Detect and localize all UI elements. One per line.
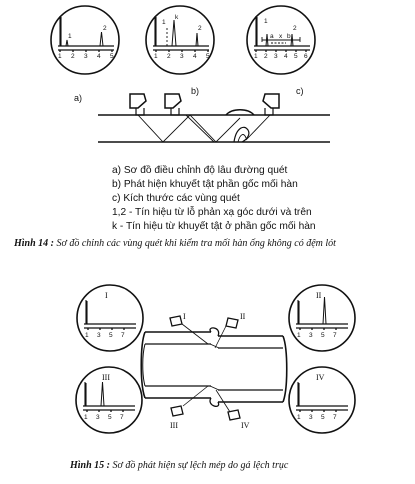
tick: 4 [193,53,197,60]
pipe-assembly [140,315,288,421]
screen-III [75,366,143,434]
figure14-caption: Hình 14 : Sơ đồ chỉnh các vùng quét khi … [14,238,336,249]
signal-mark: 2 [198,25,202,32]
tick: 1 [297,332,301,339]
screen-numeral: I [105,291,108,300]
signal-mark: 1 [68,33,72,40]
figure14-labels: a) b) c) 1 2 3 4 5 1 2 1 2 3 4 5 1 k 2 1… [58,14,308,103]
probe-label: I [183,312,186,321]
tick: 5 [108,414,112,421]
tick: 5 [206,53,210,60]
legend-line-b: b) Phát hiện khuyết tật phần gốc mối hàn [112,179,298,190]
tick: 5 [110,53,114,60]
tick: 4 [97,53,101,60]
tick: 5 [109,332,113,339]
legend-line-c: c) Kích thước các vùng quét [112,193,240,204]
probe-label: IV [241,421,250,430]
legend-line-k: k - Tín hiệu từ khuyết tật ở phần gốc mố… [112,221,316,232]
tick: 1 [254,53,258,60]
tick: 3 [96,414,100,421]
screen-c [246,5,316,75]
screen-I [76,284,144,352]
signal-mark: x [279,33,283,40]
tick: 7 [333,332,337,339]
screen-numeral: II [316,291,322,300]
tick: 1 [84,414,88,421]
signal-mark: 1 [162,19,166,26]
screen-a [50,5,120,75]
tick: 1 [85,332,89,339]
figure14-caption-text: Sơ đồ chỉnh các vùng quét khi kiểm tra m… [56,238,336,249]
tick: 1 [58,53,62,60]
signal-mark: 2 [103,25,107,32]
tick: 7 [121,332,125,339]
tick: 3 [309,332,313,339]
signal-mark: b [287,33,291,40]
tick: 5 [294,53,298,60]
label-c: c) [296,86,304,96]
figure14-caption-prefix: Hình 14 : [14,238,55,249]
signal-mark: k [175,14,179,21]
tick: 4 [284,53,288,60]
tick: 2 [264,53,268,60]
figure15-caption-text: Sơ đồ phát hiện sự lệch mép do gá lệch t… [112,460,289,471]
screen-II [288,284,356,352]
tick: 3 [180,53,184,60]
tick: 1 [154,53,158,60]
tick: 3 [309,414,313,421]
screen-numeral: IV [316,373,325,382]
legend-line-a: a) Sơ đồ điều chỉnh độ lâu đường quét [112,165,288,176]
signal-mark: 2 [293,25,297,32]
screen-IV [288,366,356,434]
legend-line-signals: 1,2 - Tín hiệu từ lỗ phản xạ góc dưới và… [112,207,312,218]
screen-b [145,5,215,75]
tick: 1 [297,414,301,421]
screen-numeral: III [102,373,110,382]
tick: 7 [120,414,124,421]
tick: 5 [321,414,325,421]
tick: 5 [321,332,325,339]
probe-label: II [240,312,246,321]
figure15-caption: Hình 15 : Sơ đồ phát hiện sự lệch mép do… [70,460,288,471]
tick: 3 [84,53,88,60]
tick: 3 [97,332,101,339]
tick: 6 [304,53,308,60]
signal-mark: 1 [264,18,268,25]
figure15-caption-prefix: Hình 15 : [70,460,111,471]
tick: 2 [71,53,75,60]
weld-plate [98,93,330,143]
tick: 2 [167,53,171,60]
label-b: b) [191,86,199,96]
figure15-labels: I II III IV 1 3 5 7 1 3 5 7 1 3 5 7 1 3 … [84,291,337,430]
label-a: a) [74,93,82,103]
tick: 7 [333,414,337,421]
tick: 3 [274,53,278,60]
probe-label: III [170,421,178,430]
signal-mark: a [270,33,274,40]
